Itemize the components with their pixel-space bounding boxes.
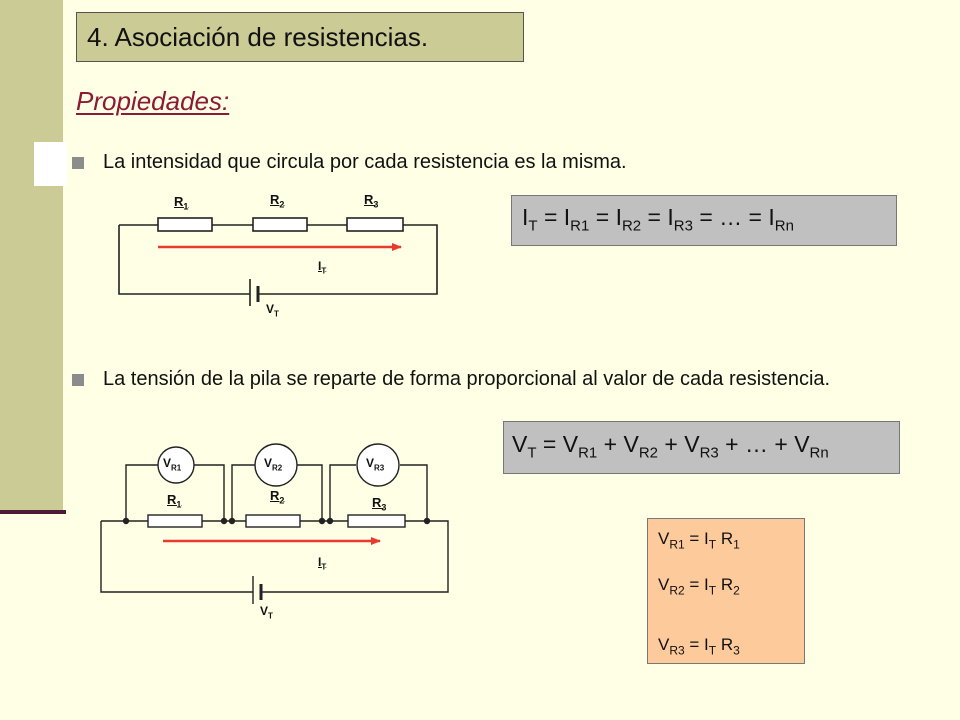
current-equation-box: IT = IR1 = IR2 = IR3 = … = IRn <box>511 195 897 246</box>
circuit2-label-current: IT <box>318 555 327 572</box>
circuit1-label-voltage: VT <box>266 302 279 319</box>
circuit2-voltmeter-label-2: VR2 <box>264 456 283 473</box>
slide-title: 4. Asociación de resistencias. <box>76 12 524 62</box>
bullet-text-1: La intensidad que circula por cada resis… <box>103 151 627 173</box>
ohm-equation-1: VR1 = IT R1 <box>658 529 740 552</box>
ohm-equation-3: VR3 = IT R3 <box>658 635 740 658</box>
ohm-equation-2: VR2 = IT R2 <box>658 575 740 598</box>
circuit2-resistor-1 <box>147 514 203 528</box>
circuit2-voltmeter-label-1: VR1 <box>163 456 182 473</box>
circuit2-resistor-3 <box>347 514 406 528</box>
circuit1-label-r2: R2 <box>270 192 285 210</box>
bullet-marker-2 <box>72 374 84 386</box>
circuit1-resistor-3 <box>346 217 404 232</box>
voltage-equation-box: VT = VR1 + VR2 + VR3 + … + VRn <box>503 421 900 474</box>
left-divider-rule <box>0 510 66 514</box>
section-subtitle: Propiedades: <box>76 86 230 116</box>
circuit1-label-current: IT <box>318 259 327 276</box>
circuit2-label-r1: R1 <box>167 492 182 510</box>
circuit2-junction-dots <box>122 517 431 525</box>
circuit1-label-r1: R1 <box>174 194 189 212</box>
circuit2-wires <box>100 464 449 593</box>
circuit1-label-r3: R3 <box>364 192 379 210</box>
circuit2-resistor-2 <box>245 514 301 528</box>
circuit2-label-voltage: VT <box>260 604 273 621</box>
circuit1-wires <box>118 224 438 295</box>
circuit2-label-r3: R3 <box>372 495 387 513</box>
circuit2-voltmeter-label-3: VR3 <box>366 456 385 473</box>
circuit1-resistor-2 <box>252 217 308 232</box>
bullet-marker-1 <box>72 157 84 169</box>
decorative-notch <box>34 142 67 186</box>
ohm-law-box: VR1 = IT R1 VR2 = IT R2 VR3 = IT R3 <box>647 518 805 664</box>
circuit2-label-r2: R2 <box>270 488 285 506</box>
bullet-text-2: La tensión de la pila se reparte de form… <box>103 368 831 390</box>
left-sidebar-bar <box>0 0 63 512</box>
circuit1-resistor-1 <box>157 217 213 232</box>
